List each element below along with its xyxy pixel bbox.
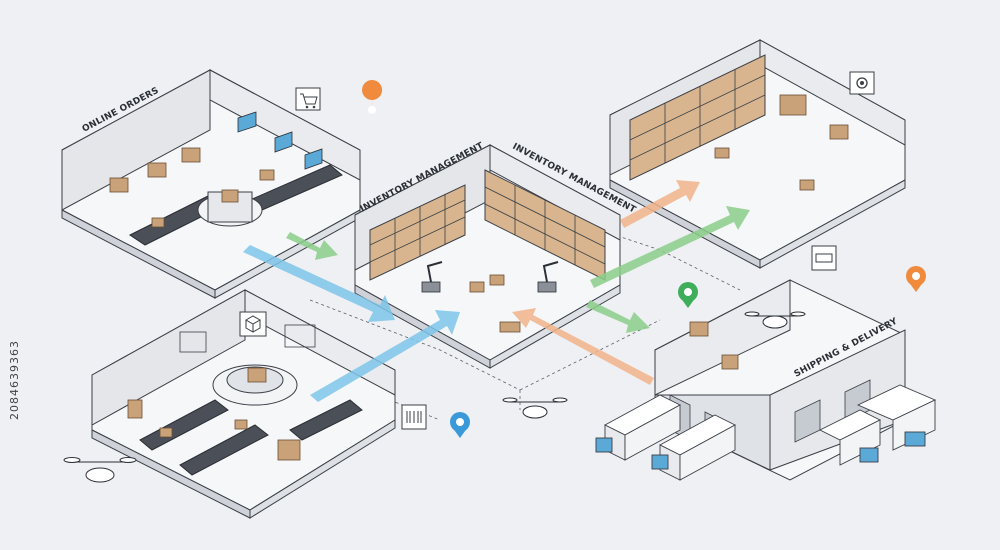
stock-id-label: 2084639363 [8,340,21,420]
drone-icon [744,311,806,329]
arrow-blue-sorting-to-inventory [310,310,460,402]
arrow-orange-shipping-to-inventory [512,308,654,385]
gear-icon [849,71,875,95]
pin-orange-1 [362,80,383,118]
arrow-green-orders-out [286,232,338,260]
truck-card-icon [811,245,837,271]
truck-3 [818,409,882,466]
flow-arrows [243,180,750,402]
arrow-orange-storage-to-inventory [620,180,700,228]
box-stack-icon [239,311,267,337]
barcode-icon [401,404,427,430]
robot-arm-icon [421,261,559,293]
inventory-room: INVENTORY MANAGEMENT INVENTORY MANAGEMEN… [354,141,638,369]
arrow-green-inventory-to-storage [590,206,750,288]
pin-orange-2 [906,266,926,292]
truck-4 [856,384,937,451]
truck-2 [651,414,736,481]
shelving-left [369,184,466,281]
truck-icon [595,384,937,481]
sorting-room [91,289,396,519]
pin-green [678,282,698,308]
drone-icon-center [502,397,568,419]
storage-warehouse [609,39,906,269]
pin-blue [450,412,470,438]
location-pin-icon [362,80,926,438]
cart-icon [295,87,321,111]
online-orders-room: ONLINE ORDERS [61,69,361,299]
truck-1 [595,394,681,461]
drone-icon-left [63,457,137,483]
arrow-blue-orders-to-inventory [243,245,395,322]
arrow-green-to-shipping [586,300,650,333]
